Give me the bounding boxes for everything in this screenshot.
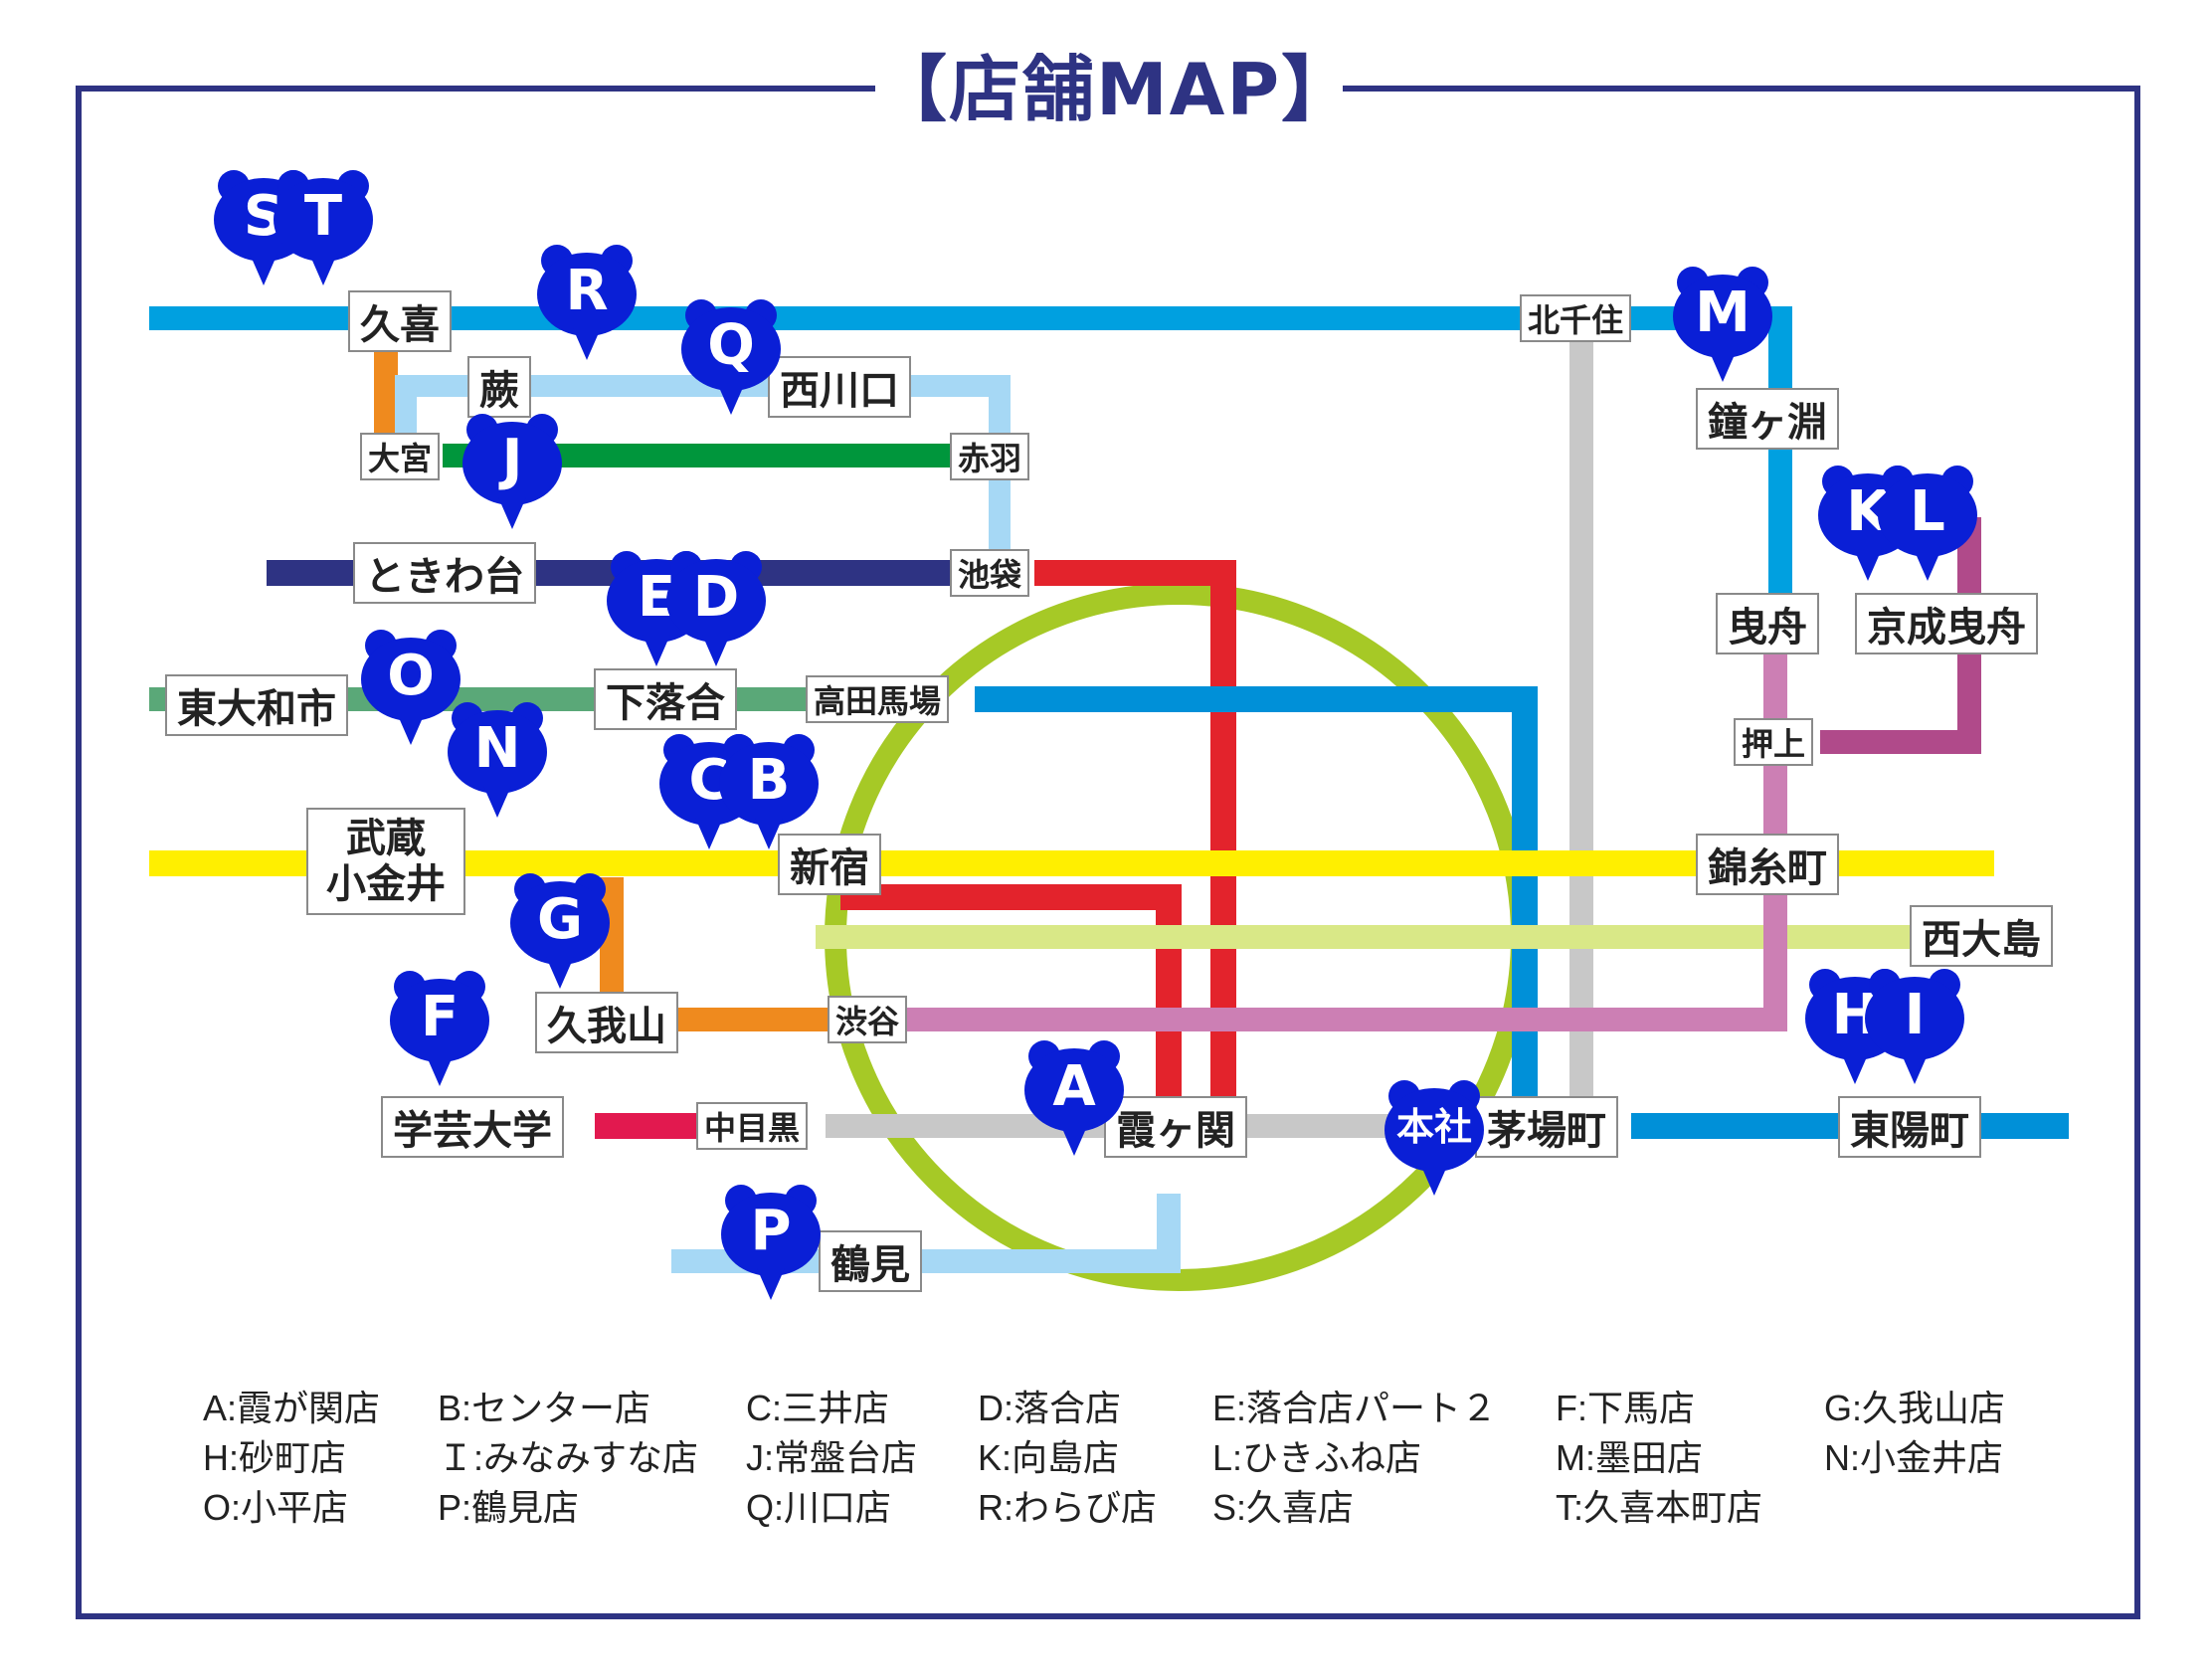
store-pin-m-label: M bbox=[1695, 280, 1751, 345]
store-pin-b-label: B bbox=[747, 748, 791, 813]
legend-item: M:墨田店 bbox=[1556, 1437, 1703, 1478]
station-gakugeidaigaku: 学芸大学 bbox=[381, 1096, 564, 1158]
store-pin-j-label: J bbox=[501, 428, 523, 492]
station-kuki: 久喜 bbox=[348, 290, 452, 352]
line-keihin-tohoku bbox=[395, 375, 1011, 577]
station-higashiyamatoshi: 東大和市 bbox=[165, 674, 348, 736]
legend-item: F:下馬店 bbox=[1556, 1388, 1695, 1428]
station-shimoochiai: 下落合 bbox=[594, 668, 737, 730]
store-pin-g-label: G bbox=[537, 887, 583, 952]
station-musashikoganei-line1: 武蔵 bbox=[346, 816, 426, 861]
station-ikebukuro: 池袋 bbox=[950, 549, 1030, 597]
station-musashikoganei: 武蔵 小金井 bbox=[306, 808, 465, 915]
station-oshiage: 押上 bbox=[1734, 718, 1814, 766]
store-pin-t-label: T bbox=[303, 184, 343, 249]
legend-item: T:久喜本町店 bbox=[1556, 1487, 1763, 1528]
station-kayabacho: 茅場町 bbox=[1475, 1096, 1618, 1158]
station-akabane: 赤羽 bbox=[950, 433, 1030, 480]
legend-item: P:鶴見店 bbox=[438, 1487, 580, 1528]
legend-item: H:砂町店 bbox=[203, 1437, 347, 1478]
store-pin-q-label: Q bbox=[707, 313, 755, 378]
store-pin-n[interactable]: N bbox=[448, 696, 547, 836]
store-pin-l[interactable]: L bbox=[1878, 460, 1977, 599]
map-title: 【店舗MAP】 bbox=[875, 40, 1353, 139]
store-pin-q[interactable]: Q bbox=[681, 293, 781, 433]
store-pin-i[interactable]: I bbox=[1865, 963, 1964, 1102]
store-pin-o[interactable]: O bbox=[361, 624, 461, 763]
legend-item: G:久我山店 bbox=[1824, 1388, 2006, 1428]
legend-item: S:久喜店 bbox=[1212, 1487, 1355, 1528]
store-pin-f-label: F bbox=[420, 985, 460, 1049]
station-kugayama: 久我山 bbox=[535, 992, 678, 1053]
store-pin-o-label: O bbox=[387, 644, 435, 708]
store-pin-d[interactable]: D bbox=[666, 545, 766, 684]
station-kasumigaseki: 霞ヶ関 bbox=[1104, 1096, 1247, 1158]
station-shinjuku: 新宿 bbox=[778, 834, 881, 895]
store-pin-g[interactable]: G bbox=[510, 867, 610, 1007]
station-nakameguro: 中目黒 bbox=[696, 1102, 809, 1150]
station-omiya: 大宮 bbox=[360, 433, 441, 480]
station-kinshicho: 錦糸町 bbox=[1696, 834, 1839, 895]
legend-item: K:向島店 bbox=[978, 1437, 1120, 1478]
headquarters-pin[interactable]: 本社 bbox=[1384, 1074, 1484, 1213]
store-pin-b[interactable]: B bbox=[719, 728, 819, 867]
legend-item: N:小金井店 bbox=[1824, 1437, 2004, 1478]
line-keisei-oshiage bbox=[1820, 517, 1981, 754]
station-shibuya: 渋谷 bbox=[828, 996, 908, 1043]
legend-item: C:三井店 bbox=[746, 1388, 890, 1428]
station-hikifune: 曳舟 bbox=[1716, 593, 1819, 654]
store-pin-t[interactable]: T bbox=[274, 164, 373, 303]
legend-item: E:落合店パート２ bbox=[1212, 1388, 1498, 1428]
station-nishikawaguchi: 西川口 bbox=[768, 356, 911, 418]
station-kanegafuchi: 鐘ヶ淵 bbox=[1696, 388, 1839, 450]
store-pin-f[interactable]: F bbox=[390, 965, 489, 1104]
store-pin-r[interactable]: R bbox=[537, 239, 637, 378]
legend-item: O:小平店 bbox=[203, 1487, 349, 1528]
station-musashikoganei-line2: 小金井 bbox=[326, 861, 446, 907]
legend-item: R:わらび店 bbox=[978, 1487, 1158, 1528]
station-tsurumi: 鶴見 bbox=[819, 1230, 922, 1292]
station-warabi: 蕨 bbox=[467, 356, 531, 418]
station-kitasenju: 北千住 bbox=[1520, 294, 1632, 342]
store-pin-p[interactable]: P bbox=[721, 1179, 821, 1318]
store-pin-d-label: D bbox=[692, 565, 740, 630]
legend-item: J:常盤台店 bbox=[746, 1437, 918, 1478]
store-pin-a-label: A bbox=[1052, 1054, 1096, 1119]
legend-item: Ｉ:みなみすな店 bbox=[438, 1437, 699, 1478]
store-pin-l-label: L bbox=[1910, 479, 1945, 544]
legend-item: D:落合店 bbox=[978, 1388, 1122, 1428]
line-tozai bbox=[975, 686, 1538, 1126]
line-tobu-skytree bbox=[149, 306, 1792, 625]
station-tokiwadai: ときわ台 bbox=[353, 542, 536, 604]
line-hanzomon bbox=[905, 625, 1787, 1031]
store-pin-i-label: I bbox=[1904, 983, 1926, 1047]
store-legend: A:霞が関店 B:センター店 C:三井店 D:落合店 E:落合店パート２ F:下… bbox=[203, 1388, 2005, 1529]
legend-item: B:センター店 bbox=[438, 1388, 651, 1428]
store-pin-p-label: P bbox=[750, 1199, 792, 1263]
store-pin-m[interactable]: M bbox=[1673, 261, 1772, 400]
store-pin-n-label: N bbox=[473, 716, 521, 781]
station-keiseihikifune: 京成曳舟 bbox=[1855, 593, 2038, 654]
station-toyocho: 東陽町 bbox=[1838, 1096, 1981, 1158]
legend-item: A:霞が関店 bbox=[203, 1388, 381, 1428]
store-pin-r-label: R bbox=[565, 259, 609, 323]
legend-item: Q:川口店 bbox=[746, 1487, 892, 1528]
station-nishiojima: 西大島 bbox=[1910, 905, 2053, 967]
store-pin-j[interactable]: J bbox=[462, 408, 562, 547]
legend-item: L:ひきふね店 bbox=[1212, 1437, 1422, 1478]
store-pin-a[interactable]: A bbox=[1024, 1034, 1124, 1174]
station-takadanobaba: 高田馬場 bbox=[806, 675, 950, 723]
headquarters-pin-label: 本社 bbox=[1395, 1105, 1472, 1149]
